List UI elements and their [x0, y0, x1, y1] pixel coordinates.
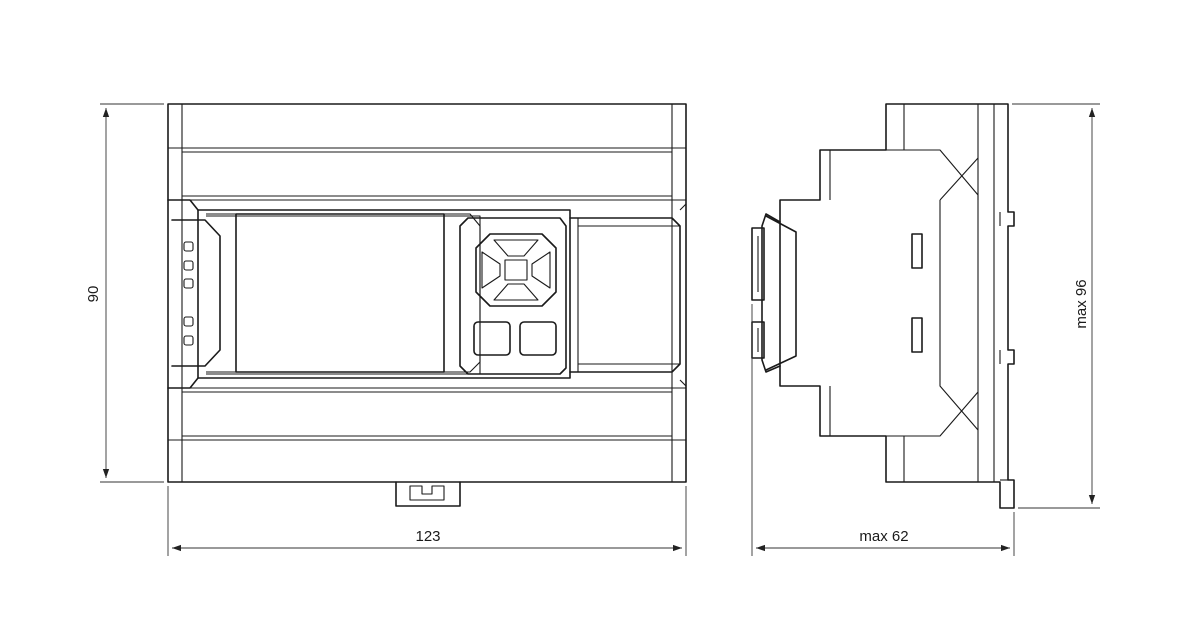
right-terminal-cover [569, 199, 687, 389]
led-indicator [183, 260, 194, 271]
side-profile-outline [779, 103, 1015, 509]
display-screen [235, 213, 445, 373]
nav-pad [475, 233, 557, 307]
dimension-side-width: max 62 [751, 304, 1015, 556]
left-connector-block [167, 199, 221, 389]
function-key-left [473, 321, 511, 356]
dimension-label: max 62 [859, 528, 908, 545]
front-panel-outline [197, 209, 571, 379]
led-indicator [183, 278, 194, 289]
lcd-display [206, 213, 481, 373]
dimension-side-height: max 96 [1012, 103, 1100, 509]
vent-slot [911, 233, 923, 269]
dimension-label: 90 [85, 286, 102, 303]
arrow-left-key [481, 251, 501, 289]
dimension-front-width: 123 [167, 486, 687, 556]
dimension-front-height: 90 [85, 103, 164, 483]
din-clip [395, 481, 461, 507]
dimension-label: 123 [415, 528, 440, 545]
function-key-right [519, 321, 557, 356]
keypad [459, 217, 567, 375]
led-indicator [183, 241, 194, 252]
side-view [751, 103, 1015, 509]
led-indicator [183, 316, 194, 327]
front-view [167, 103, 687, 507]
front-connector [751, 227, 765, 301]
dimension-label: max 96 [1073, 279, 1090, 328]
arrow-up-key [493, 239, 539, 257]
front-housing-outline [167, 103, 687, 483]
led-indicator [183, 335, 194, 346]
arrow-right-key [531, 251, 551, 289]
nav-pad-outline [475, 233, 557, 307]
vent-slot [911, 317, 923, 353]
arrow-down-key [493, 283, 539, 301]
center-key [504, 259, 528, 281]
